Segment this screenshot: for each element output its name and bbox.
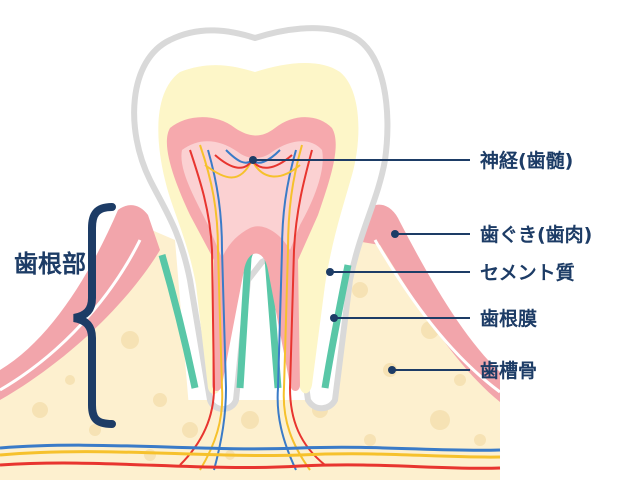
cementum-left	[158, 254, 199, 389]
gum-left	[0, 205, 160, 400]
cementum-right	[321, 264, 352, 389]
leader-ligament	[330, 314, 470, 322]
gum-right	[350, 204, 500, 402]
leader-bone	[388, 366, 470, 374]
label-bone: 歯槽骨	[480, 359, 537, 382]
root-label: 歯根部	[14, 250, 86, 278]
label-ligament: 歯根膜	[480, 307, 537, 330]
label-cementum: セメント質	[480, 261, 575, 284]
leader-gum	[391, 230, 470, 238]
vessel-lines-bottom	[0, 443, 501, 470]
label-nerve: 神経(歯髄)	[480, 149, 573, 172]
gum-right-edge	[373, 239, 501, 394]
root-bracket	[73, 203, 116, 428]
leader-cementum	[326, 268, 470, 276]
label-gum: 歯ぐき(歯肉)	[480, 223, 592, 246]
leader-nerve	[249, 156, 470, 164]
